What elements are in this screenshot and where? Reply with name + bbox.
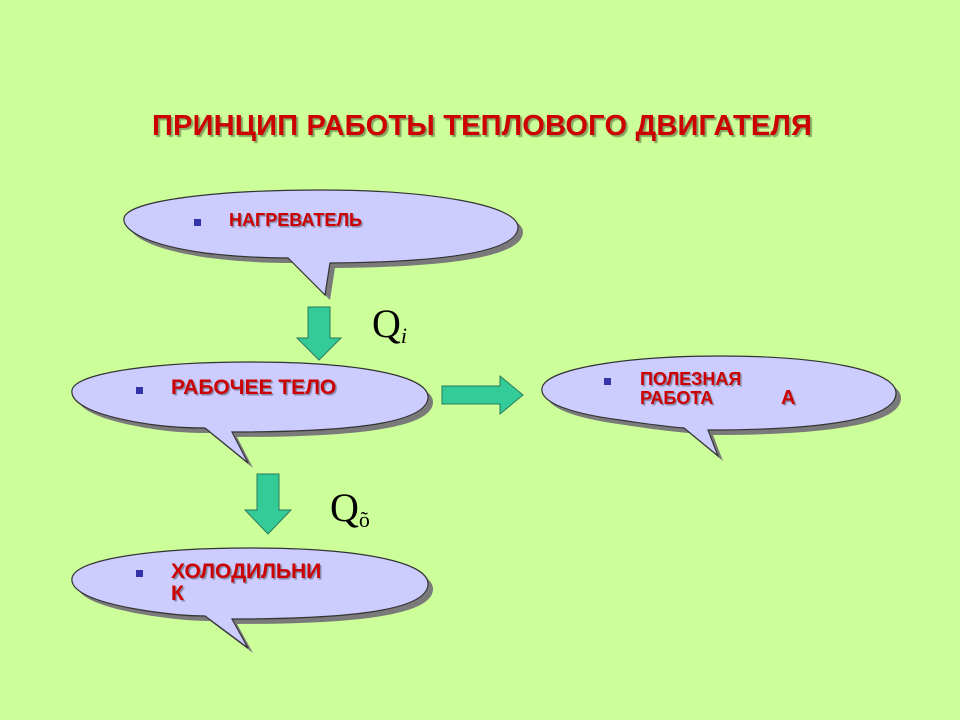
bubble-heater <box>123 189 524 300</box>
bubble-cooler <box>71 547 434 653</box>
useful-work-line2: РАБОТА А <box>640 386 810 409</box>
bubble-working-body <box>71 361 434 468</box>
useful-work-symbol: А <box>781 386 796 409</box>
symbol-q-in-sub: i <box>400 323 408 348</box>
bubble-useful-work <box>541 355 902 461</box>
heater-label: НАГРЕВАТЕЛЬ <box>229 210 362 230</box>
symbol-q-out-sub: õ <box>358 507 370 532</box>
bullet-working-body <box>136 387 143 394</box>
arrow-down-body-to-cooler <box>243 473 293 535</box>
working-body-label: РАБОЧЕЕ ТЕЛО <box>171 376 337 399</box>
useful-work-label: ПОЛЕЗНАЯ РАБОТА А <box>640 369 810 409</box>
symbol-q-in-base: Q <box>372 301 401 346</box>
arrow-down-heater-to-body <box>295 306 343 361</box>
page-title: ПРИНЦИП РАБОТЫ ТЕПЛОВОГО ДВИГАТЕЛЯ <box>152 110 813 142</box>
cooler-line1: ХОЛОДИЛЬНИ <box>171 560 322 583</box>
bullet-cooler <box>136 570 143 577</box>
cooler-label: ХОЛОДИЛЬНИ К <box>171 560 322 606</box>
arrow-right-body-to-work <box>441 374 524 416</box>
symbol-q-in: Qi <box>372 300 408 348</box>
cooler-line2: К <box>171 582 184 606</box>
symbol-q-out-base: Q <box>330 485 359 530</box>
useful-work-line2-text: РАБОТА <box>640 387 714 408</box>
bullet-useful-work <box>604 378 611 385</box>
symbol-q-out: Qõ <box>330 484 370 532</box>
useful-work-line1: ПОЛЕЗНАЯ <box>640 369 742 389</box>
bullet-heater <box>194 219 201 226</box>
